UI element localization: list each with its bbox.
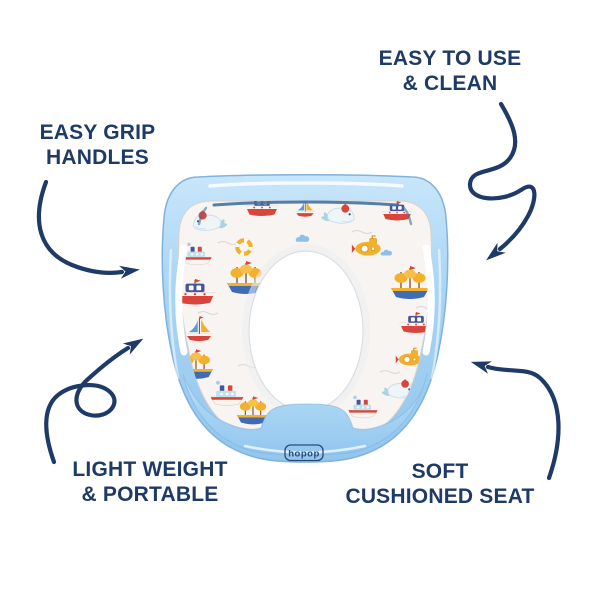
- callout-easy-grip-handles: EASY GRIP HANDLES: [0, 120, 195, 170]
- potty-seat: hopop: [161, 174, 449, 463]
- callout-easy-to-use-clean: EASY TO USE & CLEAN: [350, 46, 550, 96]
- swirl-arrow-top-left-icon: [36, 179, 140, 279]
- callout-line: HANDLES: [46, 146, 149, 169]
- frame-corner-shadow-right: [402, 206, 413, 226]
- callout-light-weight-portable: LIGHT WEIGHT & PORTABLE: [45, 457, 255, 507]
- callout-line: EASY TO USE: [378, 47, 522, 70]
- callout-soft-cushioned-seat: SOFT CUSHIONED SEAT: [325, 459, 555, 509]
- seat-hole: [249, 251, 363, 411]
- frame-side-highlight-left: [168, 248, 180, 380]
- callout-line: SOFT: [411, 460, 469, 483]
- frame-side-highlight-right: [430, 248, 442, 380]
- handle-groove-line: [212, 200, 400, 207]
- swirl-arrow-top-right-icon: [467, 101, 537, 261]
- brand-badge: hopop: [284, 444, 324, 462]
- base-highlight: [243, 444, 367, 454]
- callout-line: LIGHT WEIGHT: [72, 458, 228, 481]
- handle-gap-left: [175, 244, 188, 356]
- callout-line: CUSHIONED SEAT: [345, 485, 535, 508]
- seat-base: [182, 373, 428, 456]
- callout-line: & PORTABLE: [81, 483, 219, 506]
- swirl-arrow-bottom-right-icon: [470, 361, 561, 481]
- handle-gap-right: [422, 244, 435, 356]
- swirl-arrow-bottom-left-icon: [44, 338, 144, 465]
- callout-line: & CLEAN: [402, 72, 498, 95]
- handle-bar-highlight: [208, 181, 404, 188]
- frame-corner-shadow-left: [197, 206, 208, 226]
- brand-label: hopop: [288, 449, 320, 460]
- callout-line: EASY GRIP: [39, 121, 156, 144]
